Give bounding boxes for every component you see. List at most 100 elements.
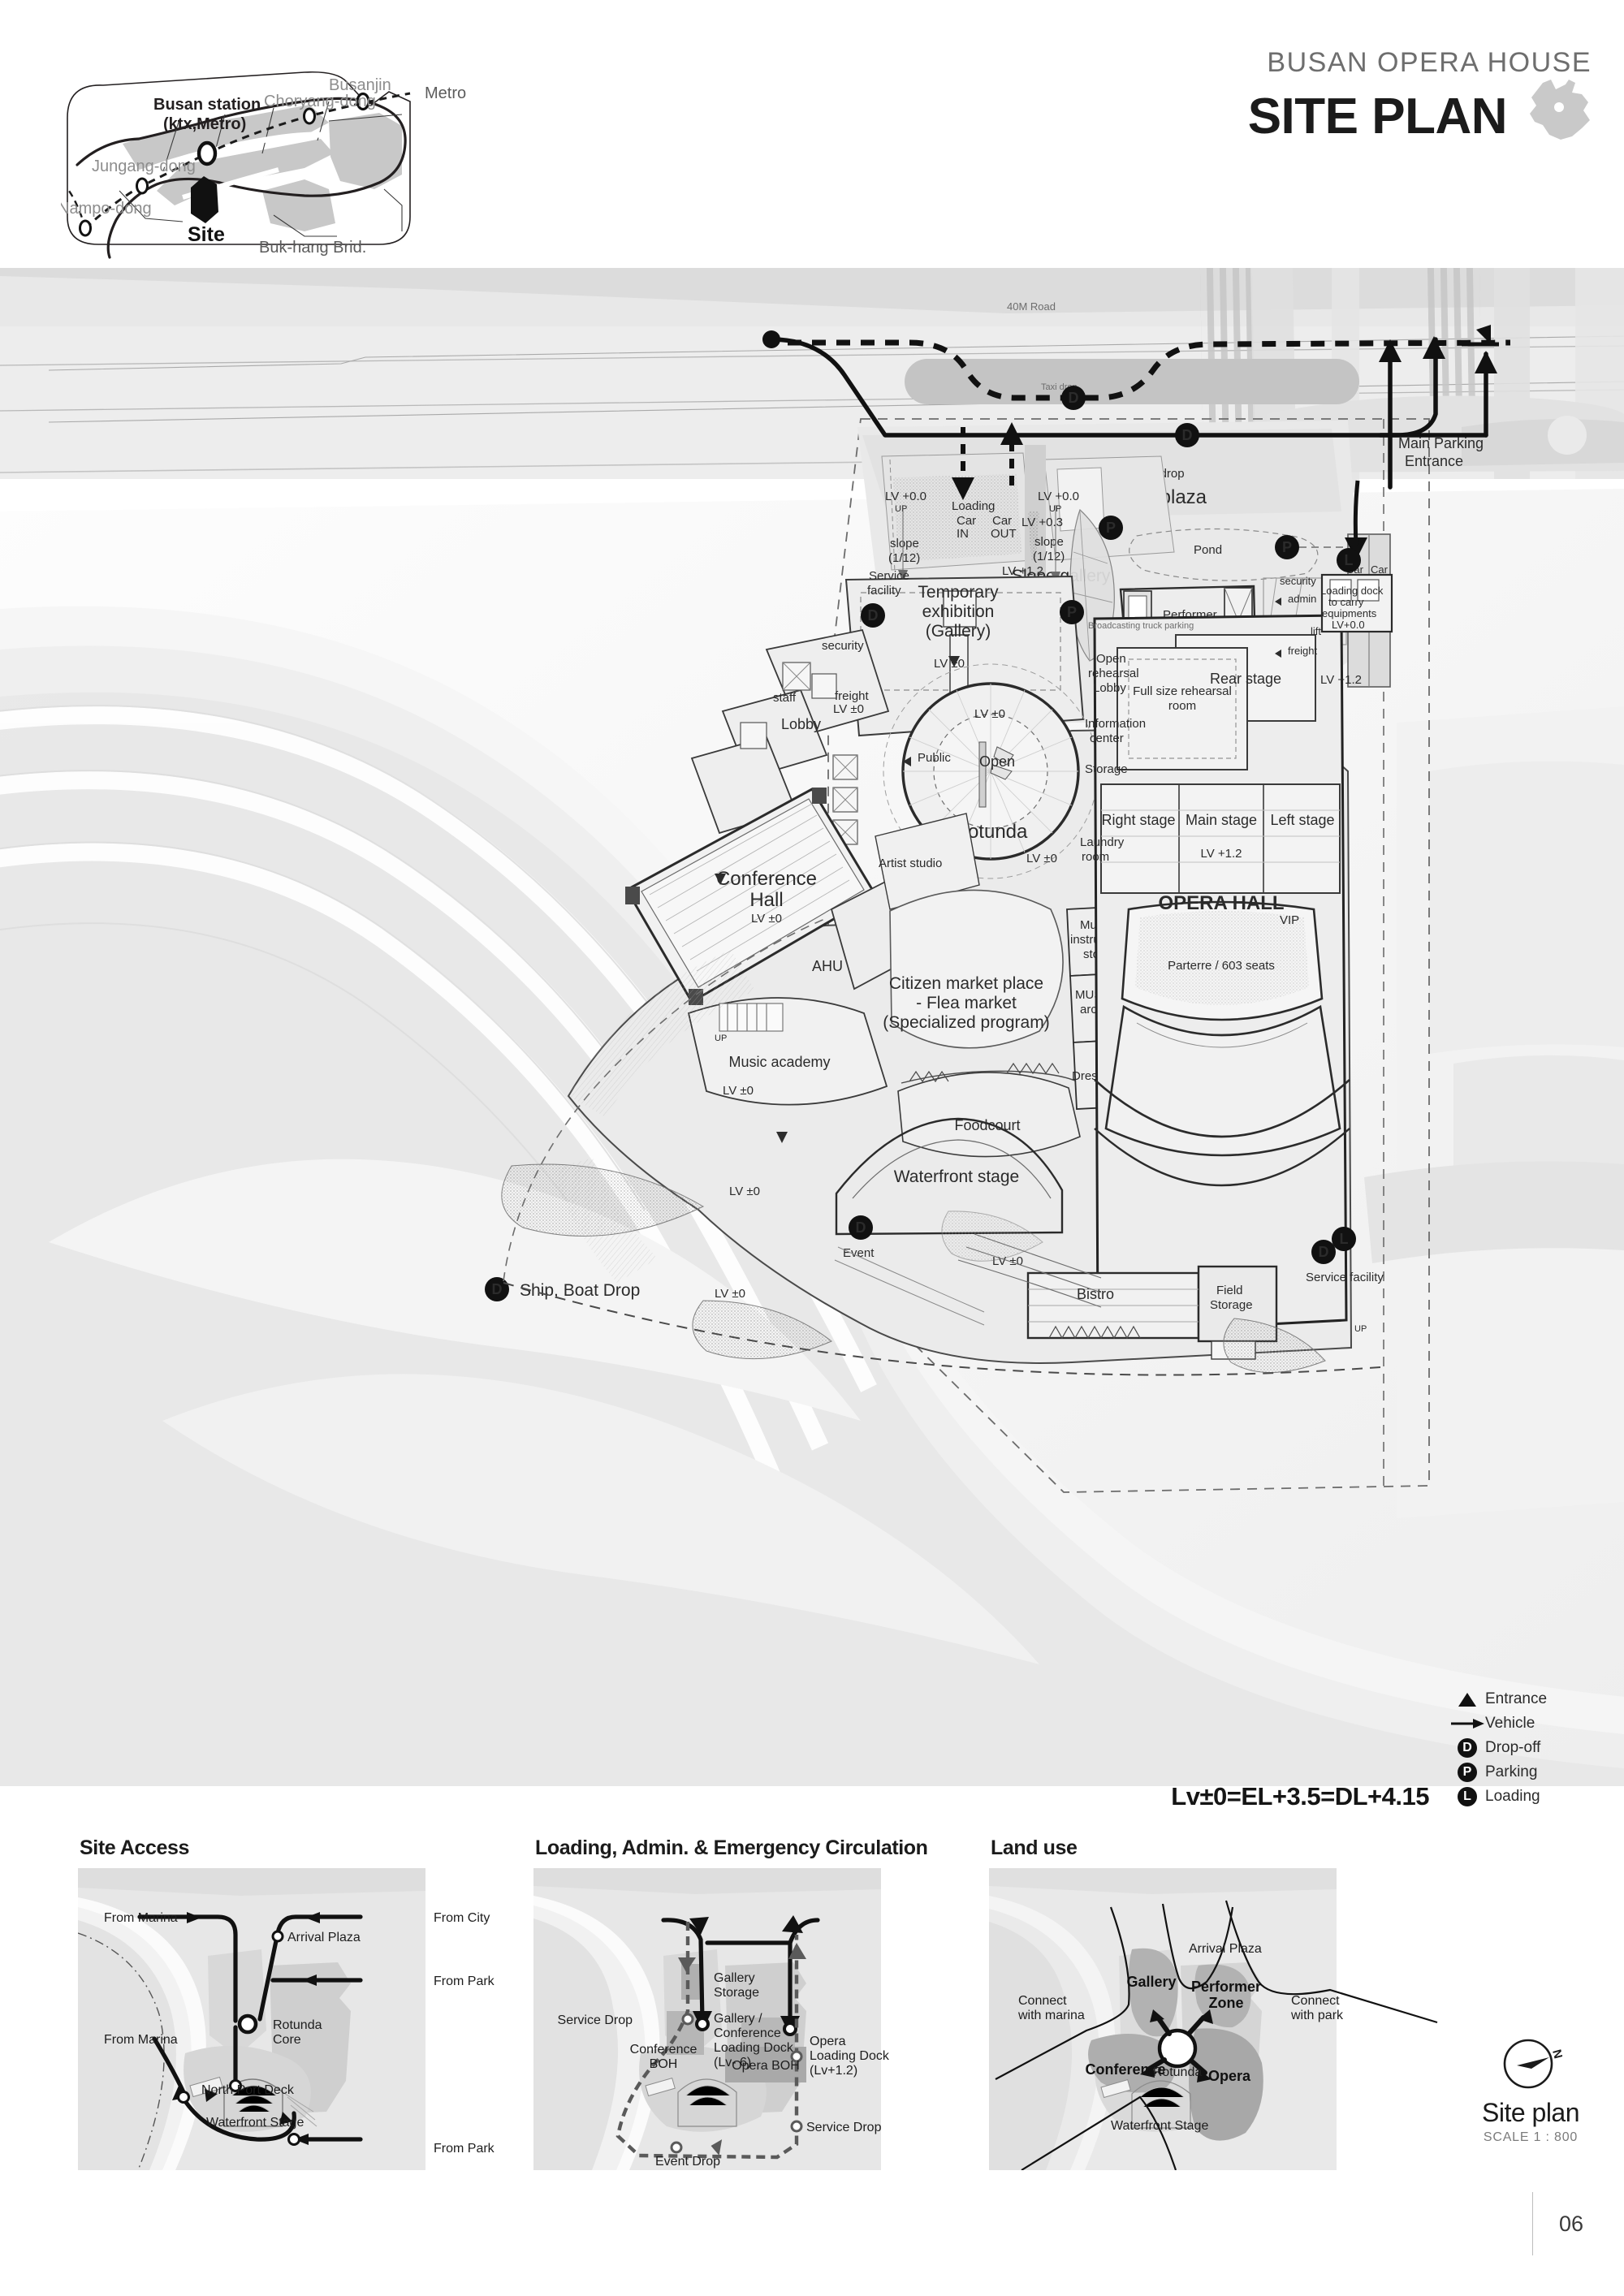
access-label-from-park-mid: From Park bbox=[434, 1974, 495, 1988]
loading-dock-l4: LV+0.0 bbox=[1332, 619, 1365, 631]
main-parking-entrance-l1: Main Parking bbox=[1398, 435, 1484, 451]
landuse-label-conference: Conference bbox=[1085, 2061, 1165, 2078]
landuse-label-gallery: Gallery bbox=[1126, 1974, 1176, 1990]
svg-text:D: D bbox=[1069, 390, 1079, 406]
loading-marker: L bbox=[1332, 1227, 1356, 1251]
drop-off-marker: D bbox=[1061, 386, 1086, 410]
panel-title-loading: Loading, Admin. & Emergency Circulation bbox=[535, 1836, 928, 1859]
legend-item-dropoff: D Drop-off bbox=[1449, 1736, 1596, 1760]
bridge-label: Buk-hang Brid. bbox=[259, 239, 366, 257]
temp-exhibition-l3: (Gallery) bbox=[926, 622, 991, 641]
lv-pm0-gallery: LV ±0 bbox=[934, 657, 965, 671]
ahu-label: AHU bbox=[812, 958, 843, 974]
drop-off-badge-icon: D bbox=[1449, 1738, 1485, 1758]
landuse-label-connect-marina-l2: with marina bbox=[1017, 2009, 1085, 2022]
car-in-l1: Car bbox=[957, 514, 976, 528]
loading-badge-icon: L bbox=[1449, 1787, 1485, 1806]
scale-subtitle: SCALE 1 : 800 bbox=[1483, 2130, 1579, 2144]
legend-item-parking: P Parking bbox=[1449, 1760, 1596, 1785]
up-music: UP bbox=[715, 1034, 727, 1043]
metro-line-label: Metro bbox=[425, 84, 466, 102]
loading-label-gallery-storage-l2: Storage bbox=[714, 1986, 759, 2000]
panel-site-access: Site Access bbox=[78, 1836, 533, 2170]
security-label: security bbox=[822, 639, 864, 653]
landuse-label-performer-zone-l1: Performer bbox=[1191, 1979, 1261, 1995]
freight-right-label: freight bbox=[1288, 645, 1318, 657]
broadcasting-truck-parking-label: Broadcasting truck parking bbox=[1088, 621, 1194, 631]
drop-off-marker: D bbox=[849, 1215, 873, 1240]
lift-label: lift bbox=[1311, 625, 1321, 637]
service-facility-l1: Service bbox=[869, 569, 909, 583]
service-facility-l2: facility bbox=[867, 584, 901, 598]
legend-label-parking: Parking bbox=[1485, 1763, 1538, 1780]
vip-label: VIP bbox=[1280, 913, 1299, 927]
loading-dock-l1: Loading dock bbox=[1320, 585, 1384, 597]
access-label-rotunda-l1: Rotunda bbox=[273, 2018, 322, 2032]
parking-marker: P bbox=[1275, 535, 1299, 559]
lv-1-2-mainstage: LV +1.2 bbox=[1200, 847, 1242, 861]
panel-title-site-access: Site Access bbox=[80, 1836, 190, 1859]
station-label-busanjin: Busanjin bbox=[329, 76, 391, 94]
title-block: BUSAN OPERA HOUSE SITE PLAN bbox=[1247, 47, 1592, 145]
loading-marker: L bbox=[1337, 548, 1361, 572]
legend-label-dropoff: Drop-off bbox=[1485, 1739, 1541, 1756]
artist-studio-label: Artist studio bbox=[879, 857, 942, 870]
citizen-market-l2: - Flea market bbox=[916, 994, 1017, 1012]
bistro-label: Bistro bbox=[1077, 1286, 1114, 1302]
landuse-label-arrival-plaza: Arrival Plaza bbox=[1189, 1942, 1262, 1956]
rear-stage-label: Rear stage bbox=[1210, 671, 1281, 687]
waterfront-stage-label: Waterfront stage bbox=[894, 1167, 1019, 1186]
access-label-rotunda-l2: Core bbox=[273, 2033, 301, 2047]
landuse-label-connect-park-l1: Connect bbox=[1291, 1994, 1340, 2008]
field-storage-l1: Field bbox=[1216, 1284, 1243, 1297]
loading-label-gallery-dock-l2: Conference bbox=[714, 2026, 781, 2040]
access-label-waterfront-stage: Waterfront Stage bbox=[206, 2116, 304, 2130]
svg-text:N: N bbox=[1549, 2048, 1562, 2061]
page-number: 06 bbox=[1558, 2212, 1583, 2236]
station-label-nampo: Nampo-dong bbox=[61, 200, 152, 218]
freight-label: freight bbox=[835, 689, 870, 703]
loading-dock-l3: equipments bbox=[1322, 607, 1377, 619]
station-label-jungang: Jungang-dong bbox=[92, 158, 196, 175]
lv-1-2-slope: LV +1.2 bbox=[1002, 564, 1043, 578]
main-site-plan: 40M Road Taxi drop bbox=[0, 268, 1624, 1786]
lv-1-2-right: LV +1.2 bbox=[1320, 673, 1362, 687]
lv-pm0-south: LV ±0 bbox=[715, 1287, 745, 1301]
loading-label-opera-boh: Opera BOH bbox=[732, 2059, 800, 2073]
loading-label-gallery-dock-l4: (Lv- 6) bbox=[714, 2056, 751, 2069]
drop-off-marker: D bbox=[1311, 1240, 1336, 1264]
lv-pm0-waterfront: LV ±0 bbox=[729, 1185, 760, 1198]
lv-pm0-freight: LV ±0 bbox=[833, 702, 864, 716]
loading-dock-l2: to carry bbox=[1328, 596, 1364, 608]
slope-left-l1: slope bbox=[890, 537, 919, 550]
svg-text:D: D bbox=[856, 1219, 866, 1236]
citizen-market-l3: (Specialized program) bbox=[883, 1013, 1049, 1032]
opera-hall-label: OPERA HALL bbox=[1158, 892, 1284, 914]
plan-legend: Entrance Vehicle D Drop-off P Parking L … bbox=[1449, 1687, 1596, 1809]
loading-label-event-drop: Event Drop bbox=[655, 2155, 720, 2169]
panel-loading-circulation: Loading, Admin. & Emergency Circulation bbox=[533, 1836, 988, 2170]
information-center-l1: Information bbox=[1085, 717, 1146, 731]
admin-label: admin bbox=[1288, 593, 1316, 605]
full-size-rehearsal-l2: room bbox=[1168, 699, 1196, 713]
svg-text:P: P bbox=[1282, 539, 1292, 555]
scale-title: Site plan bbox=[1481, 2098, 1580, 2127]
road-label: 40M Road bbox=[1007, 300, 1056, 313]
project-subtitle: BUSAN OPERA HOUSE bbox=[1267, 47, 1592, 78]
parterre-label: Parterre / 603 seats bbox=[1168, 959, 1275, 973]
public-label: Public bbox=[918, 751, 951, 765]
svg-text:P: P bbox=[1106, 520, 1116, 536]
loading-label-service-drop-top: Service Drop bbox=[558, 2013, 633, 2027]
page-title: SITE PLAN bbox=[1247, 88, 1508, 145]
site-silhouette-icon bbox=[1530, 80, 1590, 140]
full-size-rehearsal-l1: Full size rehearsal bbox=[1133, 684, 1232, 698]
svg-text:D: D bbox=[1319, 1244, 1329, 1260]
loading-label-opera-dock-l1: Opera bbox=[810, 2035, 846, 2048]
landuse-label-rotunda: Rotunda bbox=[1153, 2065, 1203, 2079]
legend-item-vehicle: Vehicle bbox=[1449, 1711, 1596, 1736]
loading-label-service-drop-right: Service Drop bbox=[806, 2121, 882, 2134]
station-label-choryang: Choryang-dong bbox=[264, 93, 376, 110]
station-label-busan-2: (ktx,Metro) bbox=[163, 115, 246, 133]
lv-0-3: LV +0.3 bbox=[1021, 516, 1063, 529]
lv-pm0-west: LV ±0 bbox=[723, 1084, 754, 1098]
